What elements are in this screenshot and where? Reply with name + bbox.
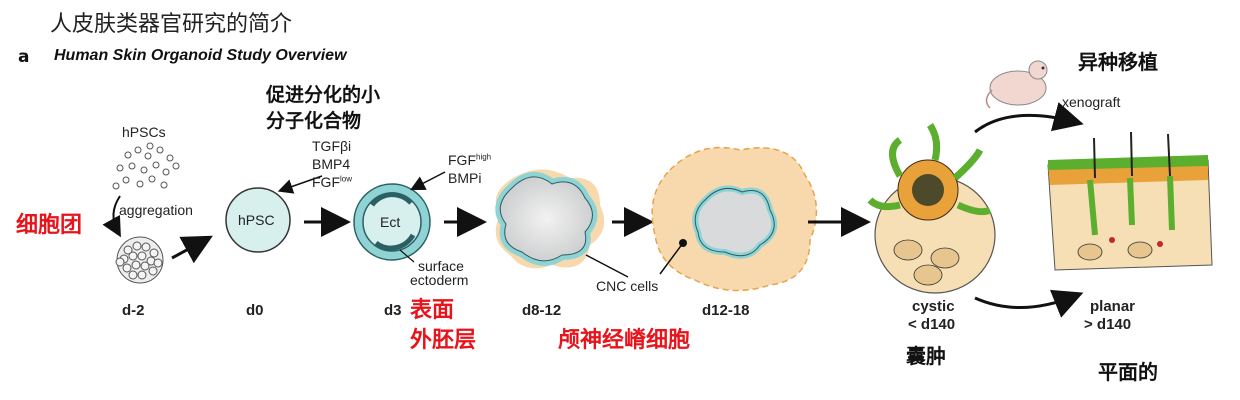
cystic-cn: 囊肿	[906, 344, 946, 368]
cystic-organoid	[867, 123, 996, 294]
xenograft-cn: 异种移植	[1078, 50, 1158, 74]
cell-cluster-cn: 细胞团	[16, 213, 83, 238]
hpsc-cell	[225, 187, 291, 253]
scattered-cells	[112, 142, 180, 190]
neural-crest-cn: 颅神经嵴细胞	[558, 328, 691, 353]
stage-cystic-day: < d140	[908, 316, 956, 333]
stage-d8-12: d8-12	[522, 302, 562, 319]
small-molecules-cn-2: 分子化合物	[266, 110, 362, 132]
wavy-organoid	[495, 169, 605, 269]
aggregation-label: aggregation	[119, 202, 193, 218]
bmpi-label: BMPi	[448, 170, 482, 186]
surface-label: surface	[418, 258, 464, 274]
stage-planar-day: > d140	[1084, 316, 1132, 333]
hpscs-label: hPSCs	[122, 124, 166, 140]
panel-title: Human Skin Organoid Study Overview	[54, 47, 347, 64]
cnc-cells-label: CNC cells	[596, 278, 659, 294]
stage-d-minus2: d-2	[122, 302, 145, 319]
hpsc-cell-label: hPSC	[238, 212, 275, 228]
xenograft-label: xenograft	[1062, 94, 1121, 110]
surface-ectoderm-cn-1: 表面	[410, 298, 455, 323]
stage-planar: planar	[1090, 298, 1136, 315]
surface-ectoderm-aggregate	[353, 183, 431, 263]
panel-letter: a	[18, 47, 30, 67]
fgf-high-label: FGFhigh	[448, 152, 492, 168]
planar-skin	[1047, 131, 1213, 271]
expanding-organoid	[651, 146, 818, 292]
stage-cystic: cystic	[912, 298, 955, 315]
ect-label: Ect	[380, 214, 401, 230]
small-molecules-cn-1: 促进分化的小	[266, 84, 381, 106]
bmp4-label: BMP4	[312, 156, 351, 172]
fgf-low-label: FGFlow	[312, 174, 353, 190]
stage-d0: d0	[246, 302, 264, 319]
tgfbi-label: TGFβi	[312, 138, 352, 154]
stage-d3: d3	[384, 302, 402, 319]
mouse-icon	[985, 60, 1048, 109]
ectoderm-label: ectoderm	[410, 272, 469, 288]
planar-cn: 平面的	[1098, 360, 1158, 384]
page-title-cn: 人皮肤类器官研究的简介	[50, 12, 293, 37]
stage-d12-18: d12-18	[702, 302, 750, 319]
cell-aggregate	[115, 236, 164, 284]
surface-ectoderm-cn-2: 外胚层	[410, 328, 477, 353]
